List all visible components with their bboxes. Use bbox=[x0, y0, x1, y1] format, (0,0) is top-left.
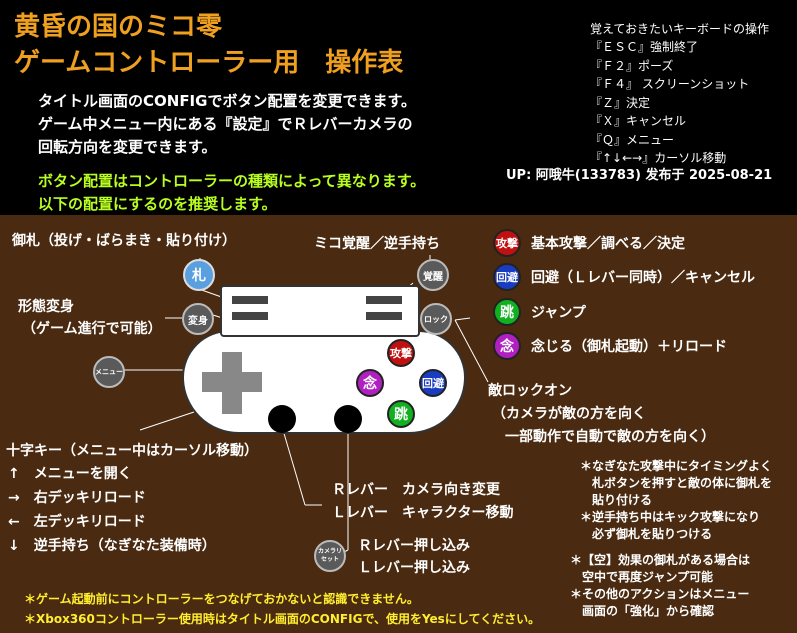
note-line: 画面の「強化」から確認 bbox=[570, 604, 715, 618]
title-line2: ゲームコントローラー用 操作表 bbox=[14, 48, 404, 78]
label-r-press: Ｒレバー押し込み bbox=[358, 538, 470, 554]
note-line: ＊逆手持ち中はキック攻撃になり bbox=[580, 510, 761, 524]
dpad-item-left: ← 左デッキリロード bbox=[8, 514, 146, 530]
label-dpad-title: 十字キー（メニュー中はカーソル移動） bbox=[6, 443, 258, 459]
note-line: ＊なぎなた攻撃中にタイミングよく bbox=[580, 459, 773, 473]
legend-dodge: 回避 回避（Ｌレバー同時）／キャンセル bbox=[493, 263, 755, 291]
label-lockon: 敵ロックオン bbox=[488, 383, 572, 399]
right-stick[interactable] bbox=[334, 405, 362, 433]
l1-trigger bbox=[232, 296, 268, 304]
r1-trigger bbox=[366, 296, 402, 304]
legend-label: ジャンプ bbox=[531, 305, 586, 321]
label-henshin-sub: （ゲーム進行で可能） bbox=[22, 321, 162, 337]
green-line-2: 以下の配置にするのを推奨します。 bbox=[38, 195, 277, 213]
intro-line-3: 回転方向を変更できます。 bbox=[38, 138, 217, 156]
green-line-1: ボタン配置はコントローラーの種類によって異なります。 bbox=[38, 172, 426, 190]
notes-list: ＊なぎなた攻撃中にタイミングよく 札ボタンを押すと敵の体に御札を 貼り付ける ＊… bbox=[580, 458, 772, 543]
footer-note-1: ＊ゲーム起動前にコントローラーをつなげておかないと認識できません。 bbox=[24, 592, 419, 606]
nen-button[interactable]: 念 bbox=[356, 369, 384, 397]
henshin-button[interactable]: 変身 bbox=[182, 303, 214, 335]
note-line: 札ボタンを押すと敵の体に御札を bbox=[580, 476, 773, 490]
shoulder-plate bbox=[220, 285, 420, 337]
keyboard-list: 『ＥＳＣ』強制終了 『Ｆ２』ポーズ 『Ｆ４』 スクリーンショット 『Ｚ』決定 『… bbox=[590, 38, 749, 168]
dpad-item-down: ↓ 逆手持ち（なぎなた装備時） bbox=[8, 538, 216, 554]
label-l-lever: Ｌレバー キャラクター移動 bbox=[332, 505, 514, 521]
label-miko: ミコ覚醒／逆手持ち bbox=[314, 236, 440, 252]
intro-line-1: タイトル画面のCONFIGでボタン配置を変更できます。 bbox=[38, 92, 416, 110]
header-panel bbox=[0, 0, 797, 215]
legend-nen: 念 念じる（御札起動）＋リロード bbox=[493, 332, 727, 360]
dodge-icon: 回避 bbox=[493, 263, 521, 291]
keyboard-item: 『Ｚ』決定 bbox=[590, 95, 651, 110]
note-line: ＊その他のアクションはメニュー bbox=[570, 587, 750, 601]
note-line: 空中で再度ジャンプ可能 bbox=[570, 570, 714, 584]
jump-icon: 跳 bbox=[493, 298, 521, 326]
keyboard-item: 『Ｆ４』 スクリーンショット bbox=[590, 77, 750, 91]
intro-line-2: ゲーム中メニュー内にある『設定』でＲレバーカメラの bbox=[38, 115, 413, 133]
l2-trigger bbox=[232, 312, 268, 320]
label-lockon-sub2: 一部動作で自動で敵の方を向く） bbox=[505, 429, 715, 445]
dodge-button[interactable]: 回避 bbox=[419, 369, 447, 397]
r2-trigger bbox=[366, 312, 402, 320]
keyboard-item: 『Ｑ』メニュー bbox=[590, 132, 675, 147]
uploader-info: UP: 阿哦牛(133783) 发布于 2025-08-21 bbox=[506, 168, 773, 183]
legend-jump: 跳 ジャンプ bbox=[493, 298, 586, 326]
dpad-horizontal[interactable] bbox=[202, 372, 262, 392]
menu-button[interactable]: メニュー bbox=[93, 356, 125, 388]
label-ofuda: 御札（投げ・ばらまき・貼り付け） bbox=[12, 233, 236, 249]
dpad-item-right: → 右デッキリロード bbox=[8, 490, 146, 506]
keyboard-item: 『Ｆ２』ポーズ bbox=[590, 58, 674, 73]
keyboard-title: 覚えておきたいキーボードの操作 bbox=[590, 22, 770, 36]
label-l-press: Ｌレバー押し込み bbox=[358, 560, 470, 576]
camera-reset-button[interactable]: カメラリセット bbox=[314, 540, 346, 572]
keyboard-item: 『ＥＳＣ』強制終了 bbox=[590, 40, 699, 54]
ofuda-button[interactable]: 札 bbox=[183, 259, 215, 291]
title-line1: 黄昏の国のミコ零 bbox=[14, 12, 223, 42]
kakusei-button[interactable]: 覚醒 bbox=[417, 259, 449, 291]
jump-button[interactable]: 跳 bbox=[387, 400, 415, 428]
label-henshin: 形態変身 bbox=[18, 299, 74, 315]
legend-label: 基本攻撃／調べる／決定 bbox=[531, 236, 685, 252]
notes-list-2: ＊【空】効果の御札がある場合は 空中で再度ジャンプ可能 ＊その他のアクションはメ… bbox=[570, 552, 750, 620]
note-line: 貼り付ける bbox=[580, 493, 653, 507]
lock-button[interactable]: ロック bbox=[420, 303, 452, 335]
legend-attack: 攻撃 基本攻撃／調べる／決定 bbox=[493, 229, 685, 257]
note-line: 必ず御札を貼りつける bbox=[580, 527, 713, 541]
keyboard-item: 『Ｘ』キャンセル bbox=[590, 114, 687, 128]
keyboard-item: 『↑↓←→』カーソル移動 bbox=[590, 151, 727, 165]
footer-note-2: ＊Xbox360コントローラー使用時はタイトル画面のCONFIGで、使用をYes… bbox=[24, 612, 541, 626]
note-line: ＊【空】効果の御札がある場合は bbox=[570, 553, 751, 567]
legend-label: 念じる（御札起動）＋リロード bbox=[531, 339, 727, 355]
attack-button[interactable]: 攻撃 bbox=[387, 339, 415, 367]
nen-icon: 念 bbox=[493, 332, 521, 360]
left-stick[interactable] bbox=[268, 405, 296, 433]
legend-label: 回避（Ｌレバー同時）／キャンセル bbox=[531, 270, 755, 286]
attack-icon: 攻撃 bbox=[493, 229, 521, 257]
label-r-lever: Ｒレバー カメラ向き変更 bbox=[332, 482, 500, 498]
label-lockon-sub1: （カメラが敵の方を向く bbox=[492, 406, 646, 422]
dpad-item-up: ↑ メニューを開く bbox=[8, 466, 132, 482]
